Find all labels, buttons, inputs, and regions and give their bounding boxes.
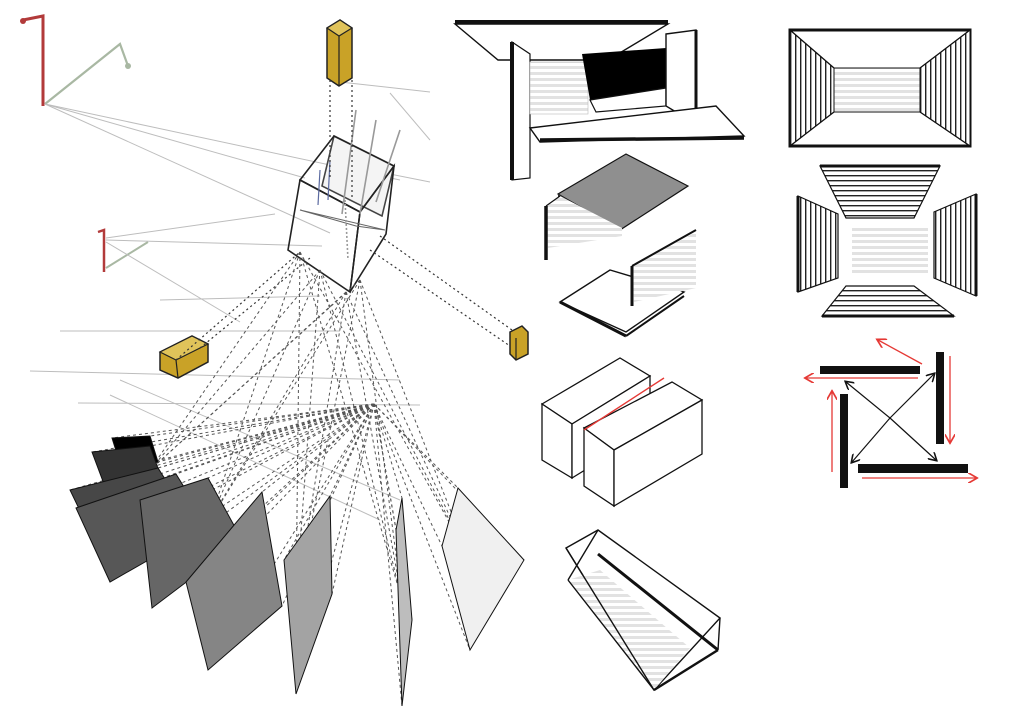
projection-ray	[299, 251, 471, 561]
gold-block-icon	[509, 325, 529, 361]
projection-ray	[373, 403, 403, 707]
projection-ray	[209, 279, 361, 521]
projection-ray	[373, 403, 403, 499]
lamp-post-icon	[20, 14, 131, 106]
projection-ray	[319, 269, 471, 561]
open-room-icon	[453, 20, 746, 181]
frame-room-icon	[788, 28, 972, 148]
twin-blocks-icon	[540, 357, 704, 508]
projection-ray	[331, 403, 375, 595]
projection-ray	[345, 291, 471, 561]
projection-ray	[345, 291, 403, 601]
projection-plane-icon	[185, 490, 283, 671]
gold-block-icon	[158, 335, 210, 379]
projection-ray	[373, 403, 471, 651]
projection-ray	[329, 403, 375, 497]
projection-ray	[207, 403, 375, 479]
projection-ray	[75, 403, 375, 509]
lamp-post-icon	[97, 228, 149, 272]
tilted-slab-icon	[558, 229, 697, 338]
projection-plane-icon	[395, 497, 413, 707]
projection-ray	[283, 403, 375, 561]
projection-ray	[175, 403, 375, 475]
projection-study	[20, 14, 529, 707]
projection-ray	[111, 403, 375, 439]
tilted-slab-icon	[544, 153, 690, 260]
projection-ray	[295, 403, 375, 695]
projection-ray	[207, 403, 375, 671]
projection-ray	[295, 269, 321, 601]
projection-ray	[207, 403, 375, 527]
projection-ray	[69, 403, 375, 491]
projection-ray	[159, 403, 375, 475]
projection-ray	[149, 251, 301, 471]
exploded-room-icon	[796, 164, 978, 318]
projection-ray	[149, 403, 375, 447]
dotted-connectors	[175, 80, 513, 361]
rotating-walls-icon	[806, 340, 976, 488]
projection-plane-icon	[441, 486, 525, 652]
projection-ray	[149, 269, 321, 471]
projection-ray	[121, 403, 375, 471]
projection-ray	[209, 291, 347, 521]
channel-box-icon	[565, 529, 722, 692]
projection-plane-icon	[283, 494, 333, 695]
projection-ray	[373, 403, 443, 547]
projection-ray	[149, 403, 375, 437]
projection-ray	[299, 251, 403, 601]
isometric-cube-icon	[287, 109, 401, 294]
projection-ray	[209, 251, 301, 521]
projection-ray	[359, 279, 471, 561]
circulation-arrows	[806, 340, 976, 478]
projection-planes	[69, 435, 525, 707]
projection-ray	[157, 403, 375, 469]
projection-ray	[319, 269, 403, 601]
projection-ray	[149, 279, 361, 471]
projection-ray	[209, 269, 321, 521]
projection-ray	[185, 403, 375, 583]
gold-block-icon	[325, 19, 354, 87]
circulation-arrow-top	[878, 340, 923, 365]
